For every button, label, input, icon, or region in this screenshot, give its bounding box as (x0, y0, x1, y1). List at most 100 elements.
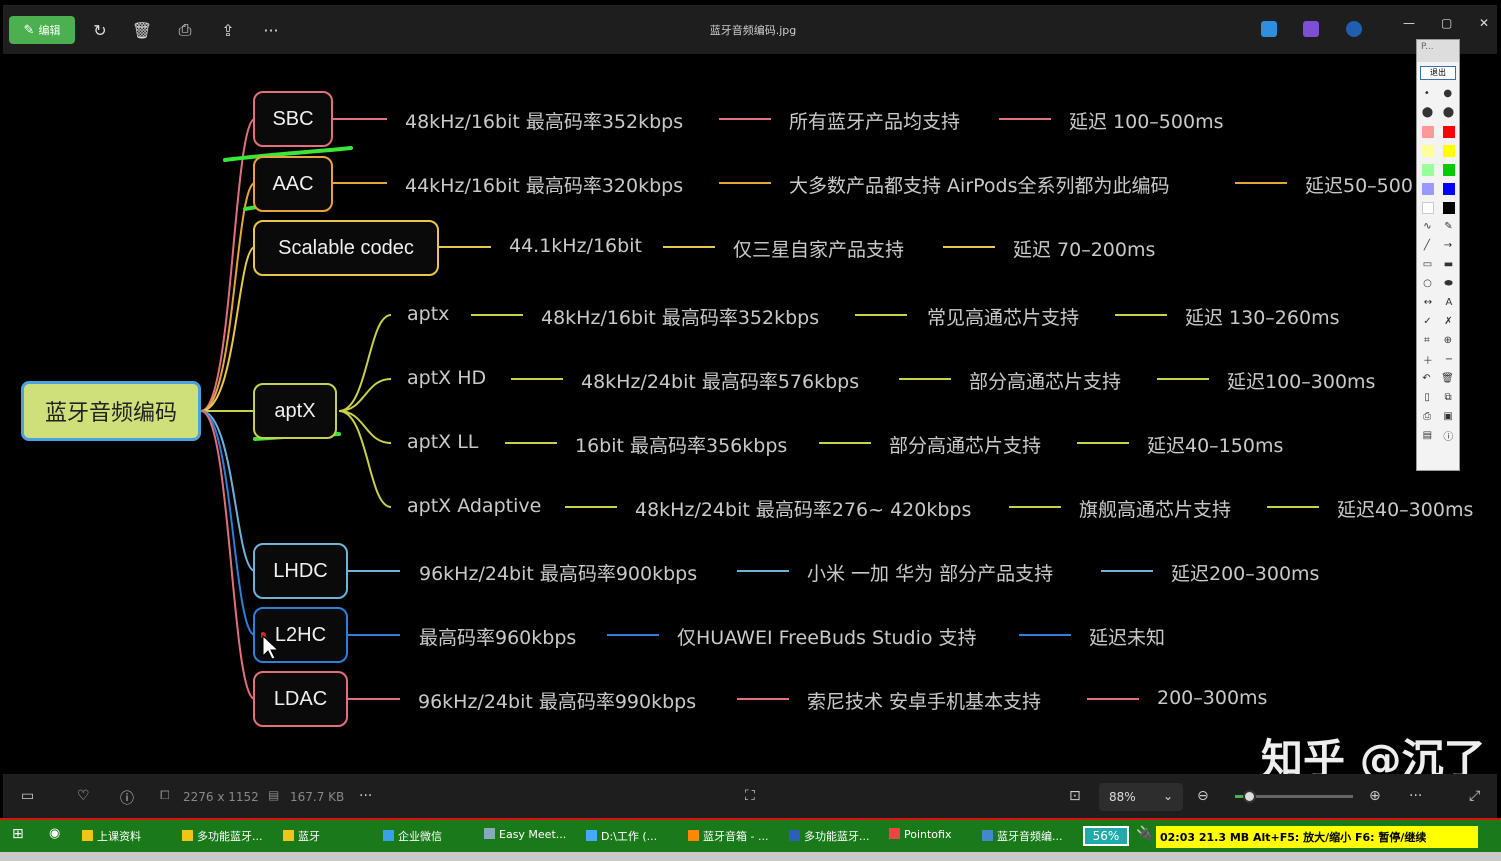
delete-icon[interactable]: 🗑 (131, 20, 153, 40)
print-icon[interactable]: ⎙ (178, 20, 192, 39)
file-info-icon[interactable]: ⓘ (120, 791, 134, 807)
search-icon (688, 830, 699, 841)
color-swatch-light-green[interactable] (1421, 163, 1434, 176)
branch-lhdc (200, 410, 256, 572)
taskbar-item-6[interactable]: 蓝牙音箱 - ... (688, 828, 768, 844)
focus-capture-icon[interactable]: ⛶ (745, 788, 755, 804)
more-options-button[interactable]: ··· (263, 20, 279, 40)
taskbar-item-1[interactable]: 多功能蓝牙... (182, 828, 263, 844)
color-swatch-blue[interactable] (1442, 182, 1455, 195)
codec-node-aac: AAC (253, 156, 333, 212)
color-swatch-white[interactable] (1421, 201, 1434, 214)
color-swatch-black[interactable] (1442, 201, 1455, 214)
scalable-spec: 44.1kHz/16bit (509, 235, 642, 257)
file-size: 167.7 KB (290, 790, 345, 804)
favorite-heart-icon[interactable]: ♡ (77, 788, 90, 804)
line-icon[interactable]: ╱ (1423, 240, 1430, 251)
save-icon[interactable]: ▣ (1443, 411, 1453, 422)
connector (1101, 570, 1153, 572)
cross-icon[interactable]: ✗ (1444, 316, 1453, 327)
more-info-button[interactable]: ··· (359, 788, 373, 804)
text-tool-icon[interactable]: A (1445, 297, 1453, 308)
dot-small-icon[interactable]: • (1423, 88, 1430, 99)
connector (607, 634, 659, 636)
share-icon[interactable]: ⇪ (221, 20, 235, 40)
fullscreen-icon[interactable]: ⤢ (1469, 788, 1481, 804)
screen-icon[interactable]: ▤ (1422, 430, 1433, 441)
undo-icon[interactable]: ↶ (1422, 373, 1431, 384)
color-swatch-red[interactable] (1442, 125, 1455, 138)
freehand-icon[interactable]: ∿ (1423, 221, 1432, 232)
connector (719, 182, 771, 184)
lhdc-spec: 96kHz/24bit 最高码率900kbps (419, 563, 698, 585)
zoom-slider-thumb[interactable] (1243, 790, 1257, 803)
aptx-hd-latency: 延迟100–300ms (1227, 371, 1376, 393)
color-swatch-light-blue[interactable] (1421, 182, 1434, 195)
video-editor-icon[interactable] (1303, 21, 1319, 37)
color-swatch-light-red[interactable] (1421, 125, 1434, 138)
crop-icon[interactable]: ⌗ (1423, 335, 1430, 346)
ellipse-icon[interactable]: ○ (1423, 278, 1432, 289)
chevron-down-icon: ⌄ (1162, 789, 1173, 803)
taskbar-item-7[interactable]: 多功能蓝牙... (789, 828, 870, 844)
zoom-in-icon[interactable]: ⊕ (1369, 788, 1381, 804)
system-tray-info: 02:03 21.3 MB Alt+F5: 放大/缩小 F6: 暂停/继续 (1156, 826, 1478, 848)
color-swatch-green[interactable] (1442, 163, 1455, 176)
print-tool-icon[interactable]: ⎙ (1423, 411, 1432, 422)
trash-icon[interactable]: 🗑 (1441, 373, 1454, 384)
double-arrow-icon[interactable]: ↔ (1423, 297, 1433, 308)
start-menu-icon[interactable]: ⊞ (12, 826, 24, 842)
magnifier-icon[interactable]: ⊕ (1443, 335, 1452, 346)
zoom-level-dropdown[interactable]: 88% ⌄ (1099, 783, 1183, 811)
connector (855, 314, 907, 316)
minimize-button[interactable]: — (1403, 16, 1415, 30)
branch-l2hc (200, 410, 256, 636)
dot-medium-icon[interactable]: ● (1443, 88, 1453, 99)
exit-button[interactable]: 退出 (1420, 66, 1456, 80)
connector (719, 118, 771, 120)
mouse-cursor-icon (261, 632, 280, 660)
dimensions-icon: ⧠ (160, 788, 170, 802)
taskbar-item-4[interactable]: Easy Meet... (484, 828, 566, 841)
filled-ellipse-icon[interactable]: ⬬ (1444, 278, 1453, 289)
dot-large-icon[interactable]: ⬤ (1421, 107, 1434, 118)
connector (511, 378, 563, 380)
check-icon[interactable]: ✓ (1423, 316, 1432, 327)
taskbar-item-5[interactable]: D:\工作 (... (586, 828, 657, 844)
more-zoom-options-button[interactable]: ··· (1409, 788, 1423, 804)
battery-charge-icon: 🔌 (1136, 826, 1154, 842)
copy-icon[interactable]: ⧉ (1444, 392, 1452, 403)
filmstrip-icon[interactable]: ▭ (21, 788, 35, 804)
browser-icon[interactable]: ◉ (49, 826, 61, 841)
taskbar-item-9[interactable]: 蓝牙音频编... (982, 828, 1063, 844)
zoom-out-icon[interactable]: ⊖ (1197, 788, 1209, 804)
new-page-icon[interactable]: ▯ (1424, 392, 1430, 403)
app-shortcut-icon[interactable] (1261, 21, 1277, 37)
rotate-icon[interactable]: ↻ (93, 20, 107, 40)
plus-icon[interactable]: ＋ (1422, 356, 1433, 367)
zoom-slider[interactable] (1235, 790, 1353, 803)
edit-button[interactable]: ✎编辑 (9, 16, 75, 44)
connector (505, 442, 557, 444)
connector (471, 314, 523, 316)
taskbar-item-3[interactable]: 企业微信 (383, 828, 442, 844)
minus-icon[interactable]: − (1444, 354, 1454, 365)
arrow-icon[interactable]: → (1443, 240, 1453, 251)
close-button[interactable]: ✕ (1479, 16, 1490, 30)
info-icon[interactable]: ⓘ (1443, 432, 1454, 443)
taskbar-item-0[interactable]: 上课资料 (82, 828, 141, 844)
pencil-icon[interactable]: ✎ (1444, 221, 1453, 232)
l2hc-latency: 延迟未知 (1089, 627, 1166, 649)
color-swatch-yellow[interactable] (1442, 144, 1455, 157)
branch-sbc (200, 118, 256, 412)
filled-rectangle-icon[interactable]: ▬ (1443, 259, 1454, 270)
cloud-icon[interactable] (1346, 21, 1362, 37)
aptx-adaptive-name: aptX Adaptive (407, 495, 542, 517)
rectangle-icon[interactable]: ▭ (1422, 259, 1433, 270)
taskbar-item-2[interactable]: 蓝牙 (283, 828, 320, 844)
color-swatch-light-yellow[interactable] (1421, 144, 1434, 157)
dot-xlarge-icon[interactable]: ⬤ (1442, 107, 1455, 118)
taskbar-item-8[interactable]: Pointofix (889, 828, 951, 841)
fit-to-window-icon[interactable]: ⊡ (1069, 788, 1081, 804)
maximize-button[interactable]: ▢ (1441, 16, 1453, 30)
